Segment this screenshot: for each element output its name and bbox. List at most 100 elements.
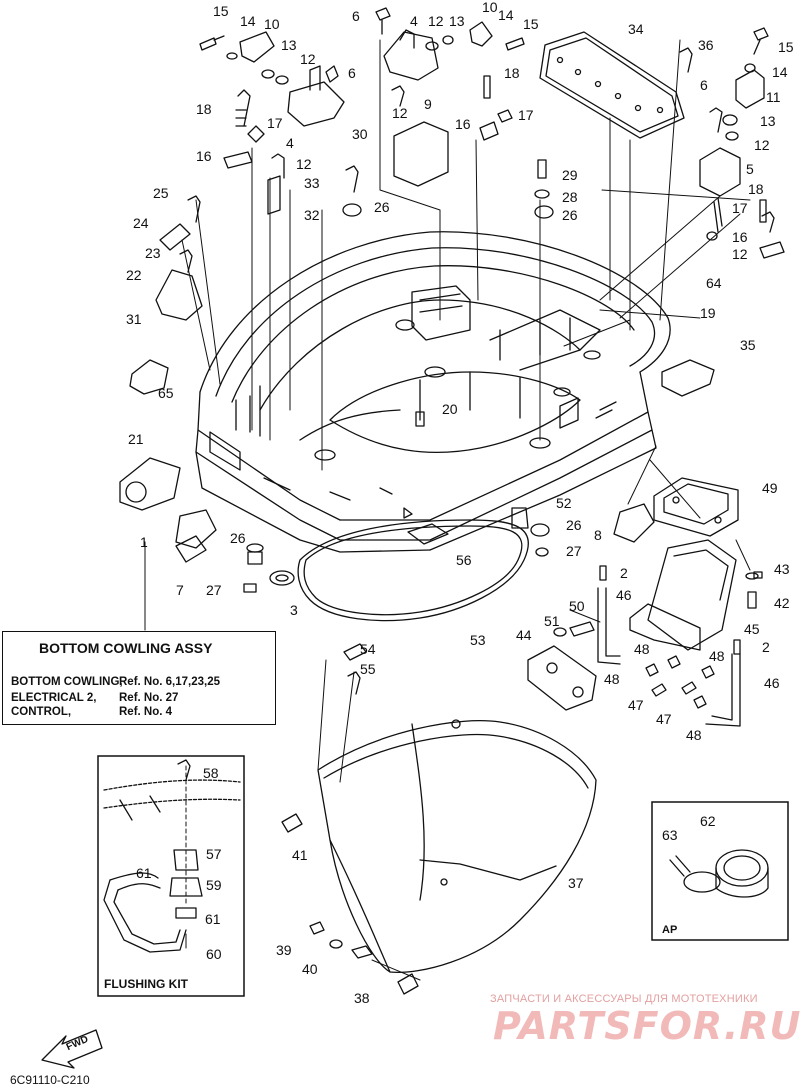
callout-35: 35 bbox=[740, 337, 756, 353]
callout-17: 17 bbox=[267, 115, 283, 131]
callout-48: 48 bbox=[604, 671, 620, 687]
callout-21: 21 bbox=[128, 431, 144, 447]
callout-54: 54 bbox=[360, 641, 376, 657]
inner-bracket bbox=[411, 285, 471, 341]
callout-64: 64 bbox=[706, 275, 722, 291]
assy-row-name-2: ELECTRICAL 2, bbox=[11, 692, 97, 704]
callout-48: 48 bbox=[634, 641, 650, 657]
callout-12: 12 bbox=[428, 13, 444, 29]
mount-bracket bbox=[653, 477, 739, 537]
callout-13: 13 bbox=[760, 113, 776, 129]
callout-16: 16 bbox=[455, 116, 471, 132]
callout-10: 10 bbox=[264, 16, 280, 32]
callout-65: 65 bbox=[158, 385, 174, 401]
callout-15: 15 bbox=[778, 39, 794, 55]
callout-14: 14 bbox=[772, 64, 788, 80]
callout-12: 12 bbox=[732, 246, 748, 262]
callout-12: 12 bbox=[754, 137, 770, 153]
callout-16: 16 bbox=[732, 229, 748, 245]
callout-6: 6 bbox=[700, 77, 708, 93]
callout-4: 4 bbox=[410, 13, 418, 29]
callout-56: 56 bbox=[456, 552, 472, 568]
callout-18: 18 bbox=[748, 181, 764, 197]
callout-19: 19 bbox=[700, 305, 716, 321]
callout-45: 45 bbox=[744, 621, 760, 637]
callout-63: 63 bbox=[662, 827, 678, 843]
assy-row-name-3: CONTROL, bbox=[11, 706, 72, 718]
callout-36: 36 bbox=[698, 37, 714, 53]
callout-33: 33 bbox=[304, 175, 320, 191]
seal-strip bbox=[297, 519, 530, 622]
callout-10: 10 bbox=[482, 0, 498, 15]
callout-23: 23 bbox=[145, 245, 161, 261]
callout-20: 20 bbox=[442, 401, 458, 417]
callout-12: 12 bbox=[392, 105, 408, 121]
callout-32: 32 bbox=[304, 207, 320, 223]
assy-row-ref-3: Ref. No. 4 bbox=[119, 706, 173, 718]
body-front-details bbox=[209, 385, 617, 519]
callout-26: 26 bbox=[562, 207, 578, 223]
assy-title: BOTTOM COWLING ASSY bbox=[39, 640, 213, 656]
callout-13: 13 bbox=[449, 13, 465, 29]
assy-row-ref-1: Ref. No. 6,17,23,25 bbox=[119, 676, 220, 688]
callout-4: 4 bbox=[286, 135, 294, 151]
callout-7: 7 bbox=[176, 582, 184, 598]
callout-60: 60 bbox=[206, 946, 222, 962]
callout-6: 6 bbox=[348, 65, 356, 81]
callout-1: 1 bbox=[140, 534, 148, 550]
callout-47: 47 bbox=[656, 711, 672, 727]
callout-62: 62 bbox=[700, 813, 716, 829]
callout-61: 61 bbox=[136, 865, 152, 881]
ap-clamp-parts bbox=[669, 849, 769, 898]
callout-50: 50 bbox=[569, 598, 585, 614]
watermark-logo: PARTSFOR.RU bbox=[493, 1004, 800, 1048]
callout-58: 58 bbox=[203, 765, 219, 781]
top-cover-plate bbox=[539, 31, 685, 139]
callout-12: 12 bbox=[296, 156, 312, 172]
callout-46: 46 bbox=[616, 587, 632, 603]
flushing-kit-frame bbox=[97, 755, 245, 997]
callout-29: 29 bbox=[562, 167, 578, 183]
callout-31: 31 bbox=[126, 311, 142, 327]
flushing-kit-label: FLUSHING KIT bbox=[104, 977, 188, 991]
callout-40: 40 bbox=[302, 961, 318, 977]
callout-37: 37 bbox=[568, 875, 584, 891]
callout-9: 9 bbox=[424, 96, 432, 112]
callout-61: 61 bbox=[205, 911, 221, 927]
assy-row-name-1: BOTTOM COWLING, bbox=[11, 676, 123, 688]
callout-26: 26 bbox=[566, 517, 582, 533]
assy-info-box: BOTTOM COWLING ASSY BOTTOM COWLING, Ref.… bbox=[2, 631, 276, 725]
callout-13: 13 bbox=[281, 37, 297, 53]
water-hoses bbox=[597, 587, 741, 727]
callout-38: 38 bbox=[354, 990, 370, 1006]
leader-lines bbox=[144, 39, 751, 981]
callout-57: 57 bbox=[206, 846, 222, 862]
callout-53: 53 bbox=[470, 632, 486, 648]
callout-27: 27 bbox=[206, 582, 222, 598]
callout-43: 43 bbox=[774, 561, 790, 577]
flushing-kit-parts bbox=[103, 779, 241, 953]
callout-42: 42 bbox=[774, 595, 790, 611]
callout-22: 22 bbox=[126, 267, 142, 283]
body-grommets bbox=[314, 319, 601, 461]
callout-34: 34 bbox=[628, 21, 644, 37]
callout-8: 8 bbox=[594, 527, 602, 543]
callout-51: 51 bbox=[544, 613, 560, 629]
callout-17: 17 bbox=[732, 200, 748, 216]
callout-6: 6 bbox=[352, 8, 360, 24]
callout-16: 16 bbox=[196, 148, 212, 164]
front-apron bbox=[317, 719, 597, 974]
callout-47: 47 bbox=[628, 697, 644, 713]
callout-52: 52 bbox=[556, 495, 572, 511]
callout-44: 44 bbox=[516, 627, 532, 643]
watermark-tagline: ЗАПЧАСТИ И АКСЕССУАРЫ ДЛЯ МОТОТЕХНИКИ bbox=[490, 993, 758, 1005]
small-hardware bbox=[119, 7, 785, 995]
callout-25: 25 bbox=[153, 185, 169, 201]
callout-26: 26 bbox=[230, 530, 246, 546]
callout-55: 55 bbox=[360, 661, 376, 677]
callout-18: 18 bbox=[504, 65, 520, 81]
callout-14: 14 bbox=[240, 13, 256, 29]
callout-59: 59 bbox=[206, 877, 222, 893]
ap-label: AP bbox=[662, 924, 678, 936]
